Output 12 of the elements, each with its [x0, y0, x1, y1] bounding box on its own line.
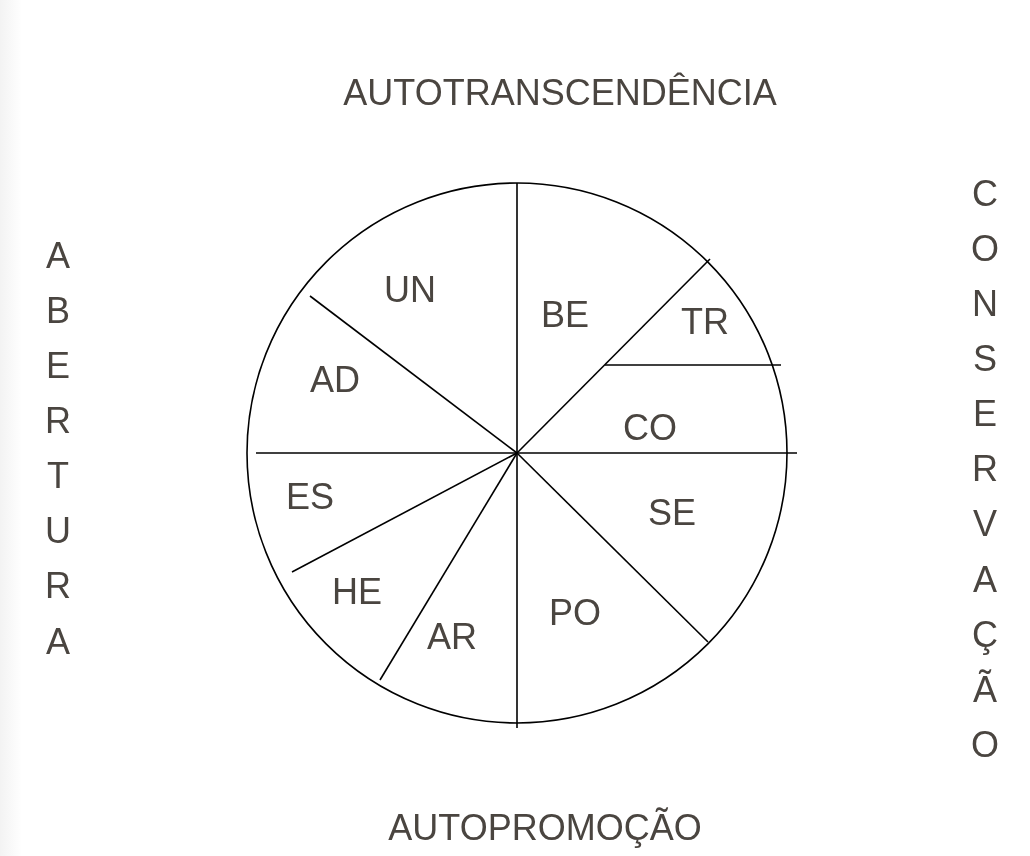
segment-label: TR	[681, 304, 729, 340]
segment-label: UN	[384, 272, 436, 308]
axis-heading: ABERTURA	[44, 234, 72, 664]
segment-label: BE	[541, 297, 589, 333]
segment-label: HE	[332, 574, 382, 610]
segment-label: CO	[623, 410, 677, 446]
segment-label: AR	[427, 619, 477, 655]
segment-label: AD	[310, 362, 360, 398]
segment-label: ES	[286, 479, 334, 515]
segment-label: SE	[648, 495, 696, 531]
segment-label: PO	[549, 595, 601, 631]
axis-heading: CONSERVAÇÃO	[970, 172, 1000, 767]
